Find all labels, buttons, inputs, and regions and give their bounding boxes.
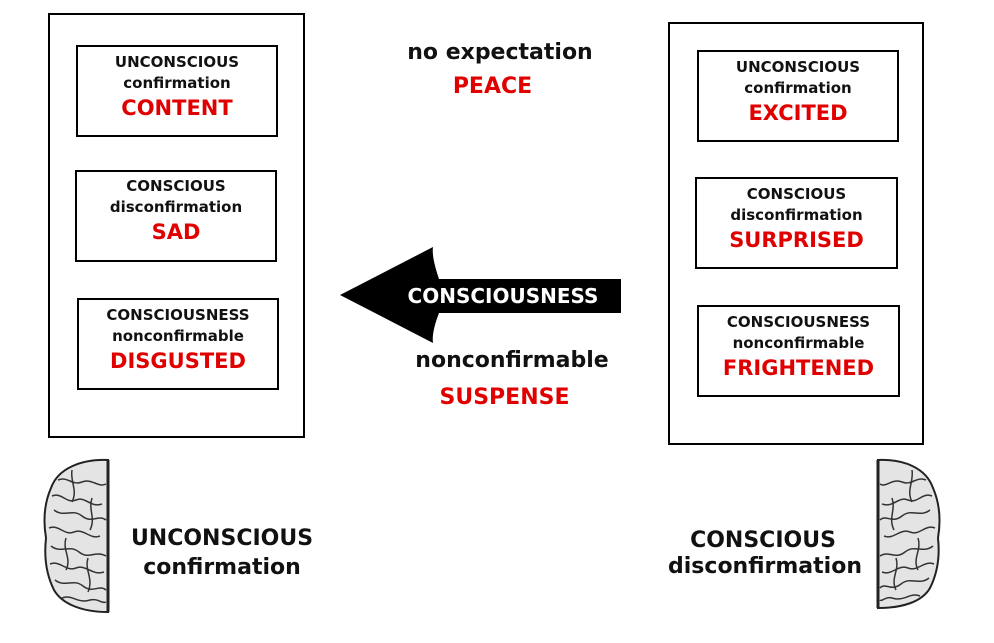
- box-line1: CONSCIOUSNESS: [726, 313, 871, 331]
- emotion-label: SURPRISED: [729, 228, 864, 252]
- emotion-label: CONTENT: [121, 96, 233, 120]
- consciousness-arrow-icon: [340, 247, 621, 343]
- suspense-label: SUSPENSE: [439, 385, 570, 410]
- emotion-label: DISGUSTED: [110, 349, 246, 373]
- box-line2: confirmation: [744, 79, 852, 97]
- emotion-label: SAD: [151, 220, 201, 244]
- left-box-unconscious: UNCONSCIOUS confirmation CONTENT: [76, 45, 278, 137]
- box-line1: UNCONSCIOUS: [735, 58, 861, 76]
- nonconfirmable-label: nonconfirmable: [415, 348, 609, 373]
- peace-label: PEACE: [452, 74, 533, 99]
- right-caption-line1: CONSCIOUS: [690, 528, 836, 553]
- box-line2: disconfirmation: [109, 198, 243, 216]
- brain-right-hemisphere-icon: [876, 458, 941, 610]
- emotion-label: EXCITED: [748, 101, 848, 125]
- no-expectation-label: no expectation: [407, 40, 593, 65]
- box-line2: confirmation: [123, 74, 231, 92]
- right-box-consciousness: CONSCIOUSNESS nonconfirmable FRIGHTENED: [697, 305, 900, 397]
- left-caption-line1: UNCONSCIOUS: [130, 526, 314, 551]
- arrow-label: CONSCIOUSNESS: [407, 284, 599, 308]
- left-box-consciousness: CONSCIOUSNESS nonconfirmable DISGUSTED: [77, 298, 279, 390]
- box-line1: CONSCIOUSNESS: [106, 306, 250, 324]
- right-box-conscious: CONSCIOUS disconfirmation SURPRISED: [695, 177, 898, 269]
- box-line2: nonconfirmable: [112, 327, 244, 345]
- box-line2: disconfirmation: [730, 206, 863, 224]
- right-box-unconscious: UNCONSCIOUS confirmation EXCITED: [697, 50, 899, 142]
- box-line2: nonconfirmable: [732, 334, 865, 352]
- left-caption-line2: confirmation: [143, 555, 301, 580]
- arrow-shape: [340, 247, 621, 343]
- emotion-label: FRIGHTENED: [722, 356, 875, 380]
- box-line1: UNCONSCIOUS: [114, 53, 240, 71]
- box-line1: CONSCIOUS: [126, 177, 226, 195]
- box-line1: CONSCIOUS: [746, 185, 847, 203]
- brain-left-hemisphere-icon: [43, 458, 110, 614]
- left-box-conscious: CONSCIOUS disconfirmation SAD: [75, 170, 277, 262]
- right-caption-line2: disconfirmation: [668, 554, 862, 579]
